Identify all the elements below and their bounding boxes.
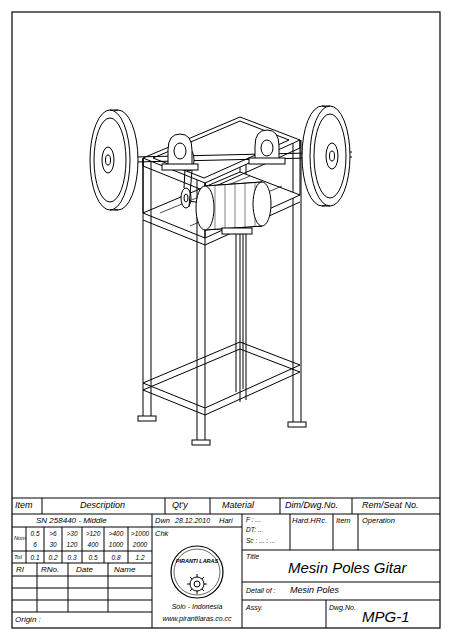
table-cell: 0.5 bbox=[30, 530, 39, 537]
table-cell: Origin : bbox=[15, 616, 41, 625]
table-cell: Assy. bbox=[246, 604, 263, 612]
table-cell: 400 bbox=[88, 541, 99, 548]
table-cell: Sc : ... : ... bbox=[246, 537, 275, 544]
table-cell: 30 bbox=[49, 541, 56, 548]
column-header: Qt'y bbox=[172, 501, 188, 511]
table-cell: 1.2 bbox=[135, 554, 144, 561]
company-website: www.pirantilaras.co.cc bbox=[162, 615, 231, 623]
column-header: Dim/Dwg.No. bbox=[285, 501, 338, 511]
table-cell: 28.12.2010 bbox=[175, 517, 210, 525]
tolerance-standard: SN 258440 - Middle bbox=[36, 517, 107, 526]
table-cell: 0.2 bbox=[48, 554, 57, 561]
table-cell: 0.8 bbox=[111, 554, 120, 561]
table-cell: Dwg.No. bbox=[329, 604, 356, 612]
column-header: Material bbox=[222, 501, 254, 511]
table-cell: RNo. bbox=[41, 566, 59, 575]
table-cell: 1000 bbox=[109, 541, 123, 548]
table-cell: Hard.HRc. bbox=[292, 517, 327, 525]
table-cell: Item bbox=[336, 517, 351, 525]
table-cell: 120 bbox=[67, 541, 78, 548]
table-cell: RI bbox=[16, 566, 24, 575]
column-header: Item bbox=[15, 501, 33, 511]
table-cell: 0.5 bbox=[88, 554, 97, 561]
table-cell: Title bbox=[246, 553, 259, 561]
table-cell: Name bbox=[114, 566, 135, 575]
sheet-border bbox=[12, 12, 440, 628]
table-cell: >6 bbox=[49, 530, 56, 537]
table-cell: Tol bbox=[14, 554, 22, 561]
table-cell: 6 bbox=[33, 541, 37, 548]
table-cell: 0.1 bbox=[30, 554, 39, 561]
company-logo bbox=[171, 546, 223, 598]
detail-name: Mesin Poles bbox=[290, 586, 339, 596]
table-cell: >120 bbox=[86, 530, 101, 537]
drawing-title: Mesin Poles Gitar bbox=[288, 560, 406, 577]
drawing-number: MPG-1 bbox=[362, 609, 410, 626]
company-address: Solo - Indonesia bbox=[172, 603, 223, 611]
polishing-wheel bbox=[90, 106, 350, 210]
table-cell: Nom bbox=[14, 535, 26, 541]
table-cell: F : ... bbox=[246, 516, 261, 523]
pillow-block bbox=[162, 130, 285, 170]
table-cell: DT: ... bbox=[246, 526, 263, 533]
title-block-grid bbox=[12, 498, 440, 628]
table-cell: Detail of : bbox=[246, 587, 276, 595]
machine-frame bbox=[138, 117, 306, 445]
table-cell: >400 bbox=[109, 530, 124, 537]
table-cell: Dwn bbox=[155, 517, 170, 525]
table-cell: Chk bbox=[155, 530, 168, 538]
table-cell: Operation bbox=[362, 517, 395, 525]
table-cell: >1000 bbox=[131, 530, 149, 537]
table-cell: >30 bbox=[66, 530, 77, 537]
table-cell: 2000 bbox=[133, 541, 147, 548]
column-header: Rem/Seat No. bbox=[362, 501, 419, 511]
table-cell: Date bbox=[76, 566, 93, 575]
logo-text: PIRANTI LARAS bbox=[176, 558, 218, 564]
table-cell: 0.3 bbox=[67, 554, 76, 561]
table-cell: Hari bbox=[219, 517, 233, 525]
column-header: Description bbox=[80, 501, 125, 511]
